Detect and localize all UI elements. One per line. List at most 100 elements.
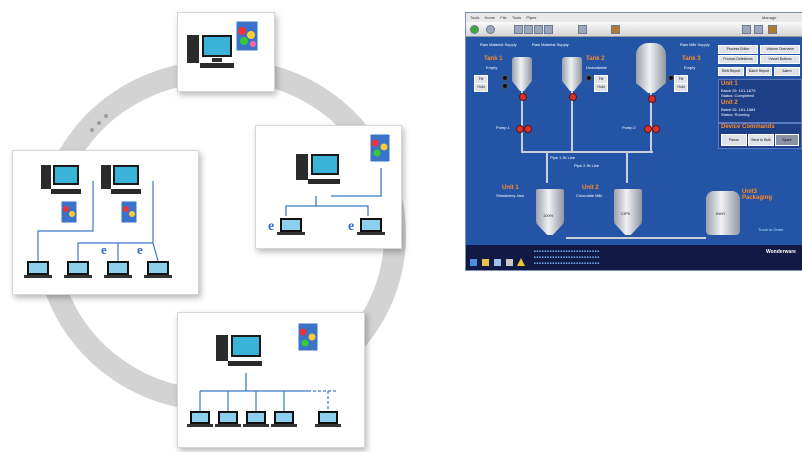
tank-3-title: Tank 3 (682, 56, 701, 62)
save-icon[interactable] (524, 25, 533, 34)
menu-item[interactable]: Home (484, 15, 496, 20)
tank-1-title: Tank 1 (484, 56, 503, 62)
footer-brand: Wonderware (766, 249, 796, 255)
pause-operation-button[interactable]: Pause Operation (721, 134, 747, 146)
valve-tank3[interactable] (648, 95, 656, 103)
tank-2-status: Unavailable (586, 65, 607, 70)
svg-text:e: e (348, 219, 354, 234)
pump-2-a[interactable] (644, 125, 652, 133)
tank-2-hold-button[interactable]: Hold (594, 83, 608, 92)
tank-2-cone (562, 81, 582, 91)
tank-3-led (668, 75, 674, 81)
tank-1-led (502, 75, 508, 81)
product-definitions-button[interactable]: Product Definitions (718, 55, 758, 64)
valve-tank1[interactable] (519, 93, 527, 101)
unit-2-info-title: Unit 2 (721, 100, 738, 106)
tank-3-hold-button[interactable]: Hold (674, 83, 688, 92)
pipe-2-label: Pipe 2 IN Line (574, 163, 600, 168)
unit-1-batch: Batch ID: 101-1679 (721, 88, 756, 93)
unit-1-level: 100% (543, 213, 554, 218)
menu-item-right[interactable]: Manage (762, 15, 777, 20)
pump-2-b[interactable] (652, 125, 660, 133)
app-icon-right[interactable] (768, 25, 777, 34)
warning-icon[interactable] (517, 258, 525, 266)
card-two-servers-four-clients: e e (12, 150, 199, 295)
app-taskbar-icon[interactable] (494, 259, 501, 266)
alarm-row: ■ ■ ■ ■ ■ ■ ■ ■ ■ ■ ■ ■ ■ ■ ■ ■ ■ ■ ■ ■ … (534, 255, 600, 259)
tank-2-led (586, 75, 592, 81)
menu-item[interactable]: File (500, 15, 507, 20)
volume-overview-button[interactable]: Volume Overview (760, 45, 800, 54)
packaging-title: Unit3 Packaging (742, 189, 773, 201)
unit-2-subtitle: Chocolate Milk (576, 193, 603, 198)
refresh-icon[interactable] (754, 25, 763, 34)
svg-text:e: e (268, 219, 274, 234)
start-icon[interactable] (470, 259, 477, 266)
packaging-label: INNY (716, 211, 726, 216)
pipe-to-unit1 (546, 153, 548, 183)
pipe-1-label: Pipe 1 IN Line (550, 155, 576, 160)
hmi-toolbar (466, 22, 802, 37)
alarm-overview-button[interactable]: Alarm Overview (774, 67, 800, 76)
alarm-row: ■ ■ ■ ■ ■ ■ ■ ■ ■ ■ ■ ■ ■ ■ ■ ■ ■ ■ ■ ■ … (534, 261, 600, 265)
shift-report-button[interactable]: Shift Report (718, 67, 744, 76)
vessel-buttons-button[interactable]: Vessel Buttons (760, 55, 800, 64)
pump-1-b[interactable] (524, 125, 532, 133)
pump-1-a[interactable] (516, 125, 524, 133)
server-desktop-icon (187, 20, 259, 68)
svg-text:e: e (137, 242, 143, 257)
valve-tank2[interactable] (569, 93, 577, 101)
tank-3-status: Empty (684, 65, 696, 70)
tank-3-vessel (636, 43, 666, 83)
back-icon[interactable] (470, 25, 479, 34)
tank-1-led-2 (502, 83, 508, 89)
unit-info-panel (718, 79, 802, 123)
view-icon[interactable] (742, 25, 751, 34)
unit-1-status: Status: Completed (721, 93, 754, 98)
forward-icon[interactable] (486, 25, 495, 34)
tank-2-supply-label: Raw Material Supply (532, 42, 569, 47)
tank-1-hold-button[interactable]: Hold (474, 83, 488, 92)
menu-item[interactable]: Tools (470, 15, 480, 20)
unit-1-vessel (536, 189, 564, 223)
tank-2-vessel (562, 57, 582, 81)
server-five-clients-graphic (187, 322, 341, 427)
unit-1-info-title: Unit 1 (721, 81, 738, 87)
monitor-icon[interactable] (578, 25, 587, 34)
two-servers-four-clients-graphic: e e (24, 165, 172, 278)
menu-item[interactable]: Tools (511, 15, 522, 20)
tank-1-status: Empty (486, 65, 498, 70)
doc-icon[interactable] (506, 259, 513, 266)
process-editor-button[interactable]: Process Editor (718, 45, 758, 54)
alarm-row: ■ ■ ■ ■ ■ ■ ■ ■ ■ ■ ■ ■ ■ ■ ■ ■ ■ ■ ■ ■ … (534, 249, 600, 253)
menu-item[interactable]: Pipes (526, 15, 537, 20)
unit-2-batch: Batch ID: 101-1684 (721, 107, 756, 112)
truck-label: Truck to Order (758, 227, 784, 232)
pipe-to-packaging (566, 237, 706, 239)
tank-1-cone (512, 81, 532, 91)
spare-button[interactable]: Spare (775, 134, 799, 146)
taskbar-icons (468, 258, 528, 268)
print-icon[interactable] (534, 25, 543, 34)
pipe-to-unit2 (626, 153, 628, 183)
tank-1-vessel (512, 57, 532, 81)
unit-2-level: CIP5 (621, 211, 630, 216)
batch-report-button[interactable]: Batch Report (746, 67, 772, 76)
folder-icon[interactable] (482, 259, 489, 266)
pipe-header (521, 151, 653, 153)
tank-3-cone (636, 83, 666, 93)
packaging-vessel (706, 191, 740, 235)
tank-1-supply-label: Raw Material Supply (480, 42, 517, 47)
unit-2-status: Status: Running (721, 112, 750, 117)
app-icon[interactable] (611, 25, 620, 34)
unit-2-vessel (614, 189, 642, 223)
card-server-two-clients: e e (255, 125, 402, 249)
edit-icon[interactable] (544, 25, 553, 34)
card-single-server (177, 12, 275, 92)
tank-2-title: Tank 2 (586, 56, 605, 62)
hmi-menubar: Tools Home File Tools Pipes Manage (466, 13, 802, 22)
unit-2-title: Unit 2 (582, 185, 599, 191)
tank-3-supply-label: Raw Milk Supply (680, 42, 710, 47)
home-icon[interactable] (514, 25, 523, 34)
send-bulk-button[interactable]: Send to Bulk Sale Tank (748, 134, 774, 146)
